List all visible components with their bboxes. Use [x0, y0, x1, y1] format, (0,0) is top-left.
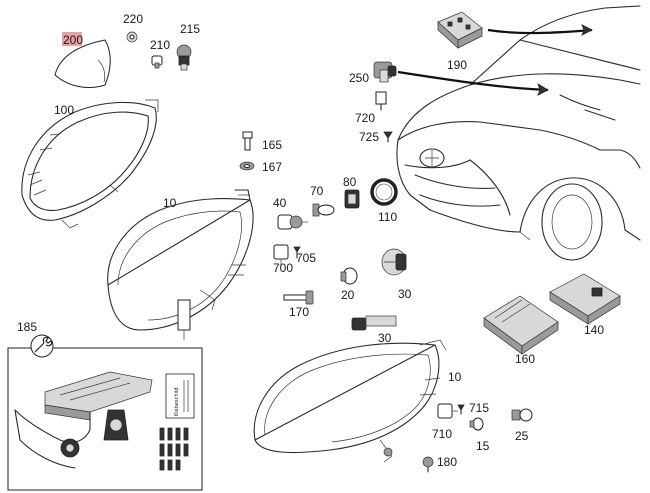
label-200-highlight — [62, 32, 82, 46]
part-720-clip — [375, 91, 387, 111]
part-160-ballast-unit — [483, 295, 559, 355]
part-70-bulb — [312, 203, 335, 217]
part-15-bulb — [469, 417, 484, 431]
part-number-labels: 200 220 210 215 190 250 720 725 100 165 … — [17, 12, 604, 469]
label-220: 220 — [123, 12, 143, 26]
label-170: 170 — [289, 305, 309, 319]
label-100: 100 — [54, 103, 74, 117]
label-185: 185 — [17, 320, 37, 334]
label-10-upper: 10 — [163, 196, 177, 210]
part-220-washer — [126, 31, 138, 43]
part-725-screw — [383, 131, 393, 143]
part-705-pin — [293, 246, 301, 259]
label-25: 25 — [515, 429, 529, 443]
part-10-headlamp-upper — [107, 189, 254, 340]
label-180: 180 — [437, 455, 457, 469]
wrench-icon — [30, 334, 54, 358]
part-215-socket — [176, 44, 192, 71]
inset-label-text: Klebeschild — [174, 388, 180, 416]
label-190: 190 — [447, 58, 467, 72]
label-710: 710 — [432, 427, 452, 441]
label-165: 165 — [262, 138, 282, 152]
label-720: 720 — [355, 111, 375, 125]
part-30-socket-upper — [381, 248, 407, 276]
label-160: 160 — [515, 352, 535, 366]
label-700: 700 — [273, 261, 293, 275]
arrow-190-to-car — [487, 28, 593, 35]
part-20-bulb — [340, 267, 358, 285]
label-10-lower: 10 — [448, 370, 462, 384]
part-110-seal-ring — [370, 178, 398, 206]
label-40: 40 — [273, 196, 287, 210]
part-170-screw — [283, 290, 314, 305]
part-210-bulb — [151, 55, 163, 69]
label-70: 70 — [310, 184, 324, 198]
part-80-socket — [344, 189, 360, 209]
label-705: 705 — [296, 251, 316, 265]
part-190-control-module — [437, 11, 483, 49]
label-110: 110 — [378, 210, 397, 224]
label-140: 140 — [584, 323, 604, 337]
label-215: 215 — [180, 22, 200, 36]
label-80: 80 — [343, 175, 357, 189]
label-250: 250 — [349, 71, 369, 85]
label-167: 167 — [262, 160, 282, 174]
part-715-pin — [457, 404, 465, 415]
part-40-bulb — [277, 214, 308, 230]
part-100-lamp-bezel — [21, 99, 159, 229]
car-outline — [396, 5, 641, 261]
label-20: 20 — [341, 288, 355, 302]
part-165-bolt — [242, 131, 253, 151]
label-715: 715 — [469, 401, 489, 415]
label-725: 725 — [359, 130, 379, 144]
inset-185-repair-kit: Klebeschild — [7, 334, 203, 491]
part-180-screw — [422, 456, 434, 473]
part-140-control-unit — [549, 273, 621, 325]
arrow-250-to-car — [397, 70, 549, 92]
part-167-washer — [239, 161, 255, 171]
part-200-cover-cap — [54, 39, 111, 88]
label-200: 200 — [63, 33, 83, 47]
label-30-upper: 30 — [398, 287, 412, 301]
part-250-ignitor — [373, 61, 397, 83]
part-710-lamp-holder — [437, 403, 458, 419]
part-30-bulb-lower — [351, 315, 397, 331]
label-30-lower: 30 — [378, 331, 392, 345]
part-700-lamp-holder — [273, 244, 289, 266]
part-25-bulb — [511, 408, 533, 422]
inset-label-card — [165, 373, 195, 419]
label-210: 210 — [150, 38, 170, 52]
inset-screw-set — [159, 427, 189, 471]
part-10-headlamp-lower — [253, 339, 447, 463]
label-15: 15 — [476, 439, 490, 453]
